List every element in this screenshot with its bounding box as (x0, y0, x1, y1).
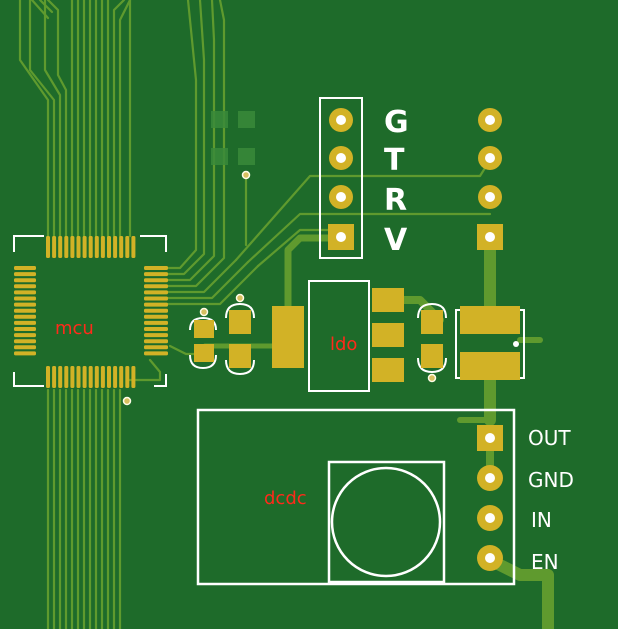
mcu-pin (119, 236, 124, 258)
mcu-pin (125, 236, 130, 258)
crystal-footprint (211, 111, 255, 165)
mcu-pin (14, 308, 36, 313)
mcu-pin (82, 366, 87, 388)
dcdc-pin-labels: OUT GND IN EN (528, 426, 574, 574)
mcu-pin (64, 236, 69, 258)
mcu-pin (107, 366, 111, 388)
mcu-pin (14, 320, 36, 325)
mcu-pin (144, 302, 168, 307)
mcu-pin (14, 302, 36, 307)
dcdc-pins (477, 425, 503, 571)
mcu-pin (144, 333, 168, 338)
mcu-pin (113, 236, 118, 258)
mcu-pin (131, 236, 136, 258)
capacitor-c3 (417, 302, 447, 374)
mcu-pin (14, 333, 36, 338)
mcu-pin (14, 339, 36, 344)
vias (122, 170, 437, 406)
mcu-left-pins (14, 266, 36, 356)
mcu-pin (82, 236, 87, 258)
pin-label-out: OUT (528, 426, 571, 450)
mcu-pin (14, 266, 36, 270)
mcu-pin (14, 290, 36, 295)
ldo-footprint: ldo (272, 280, 404, 392)
dcdc-module: dcdc (196, 408, 516, 586)
mcu-pin (119, 366, 124, 388)
mcu-pin (52, 236, 57, 258)
mcu-pin (46, 366, 50, 388)
capacitor-c2 (225, 302, 255, 376)
mcu-label: mcu (55, 318, 94, 339)
mcu-pin (52, 366, 57, 388)
pin-header-right (477, 108, 503, 250)
header-label-t: T (384, 143, 405, 178)
mcu-pin (144, 320, 168, 325)
mcu-pin (94, 366, 99, 388)
mcu-pin (144, 308, 168, 313)
mcu-pin (94, 236, 99, 258)
mcu-pin (144, 345, 168, 350)
mcu-pin (14, 327, 36, 331)
mcu-pin (100, 366, 105, 388)
mcu-top-pins (46, 236, 136, 258)
mcu-pin (76, 366, 81, 388)
mcu-pin (76, 236, 81, 258)
mcu-pin (144, 284, 168, 289)
mcu-pin (144, 351, 168, 356)
mcu-pin (125, 366, 130, 388)
mcu-pin (58, 366, 63, 388)
mcu-pin (64, 366, 69, 388)
ldo-label: ldo (330, 334, 357, 355)
mcu-pin (88, 366, 93, 388)
mcu-pin (14, 345, 36, 350)
mcu-pin (144, 339, 168, 344)
mcu-right-pins (144, 266, 168, 356)
mcu-pin (14, 278, 36, 283)
mcu-footprint: mcu (13, 235, 168, 388)
mcu-pin (144, 327, 168, 331)
mcu-pin (144, 290, 168, 295)
mcu-pin (88, 236, 93, 258)
mcu-pin (107, 236, 111, 258)
mcu-pin (144, 266, 168, 270)
header-label-g: G (384, 105, 409, 140)
mcu-pin (58, 236, 63, 258)
pin-label-gnd: GND (528, 468, 574, 492)
inductor-footprint (455, 306, 525, 380)
dcdc-label: dcdc (264, 488, 307, 509)
header-label-r: R (384, 183, 407, 218)
mcu-pin (144, 296, 168, 301)
mcu-pin (144, 278, 168, 283)
mcu-pin (14, 296, 36, 301)
mcu-pin (14, 351, 36, 356)
capacitor-c1 (189, 316, 217, 370)
mcu-pin (144, 314, 168, 319)
mcu-pin (100, 236, 105, 258)
pin-label-en: EN (531, 550, 559, 574)
header-labels: G T R V (384, 105, 409, 258)
mcu-pin (46, 236, 50, 258)
mcu-bottom-pins (46, 366, 136, 388)
pin-label-in: IN (531, 508, 552, 532)
mcu-pin (14, 314, 36, 319)
copper-traces (18, 0, 492, 629)
mcu-pin (14, 284, 36, 289)
mcu-pin (14, 272, 36, 277)
mcu-pin (70, 366, 75, 388)
mcu-pin (131, 366, 136, 388)
header-label-v: V (384, 223, 408, 258)
pin-header-left (319, 97, 363, 259)
mcu-pin (70, 236, 75, 258)
mcu-pin (144, 272, 168, 277)
mcu-pin (113, 366, 118, 388)
